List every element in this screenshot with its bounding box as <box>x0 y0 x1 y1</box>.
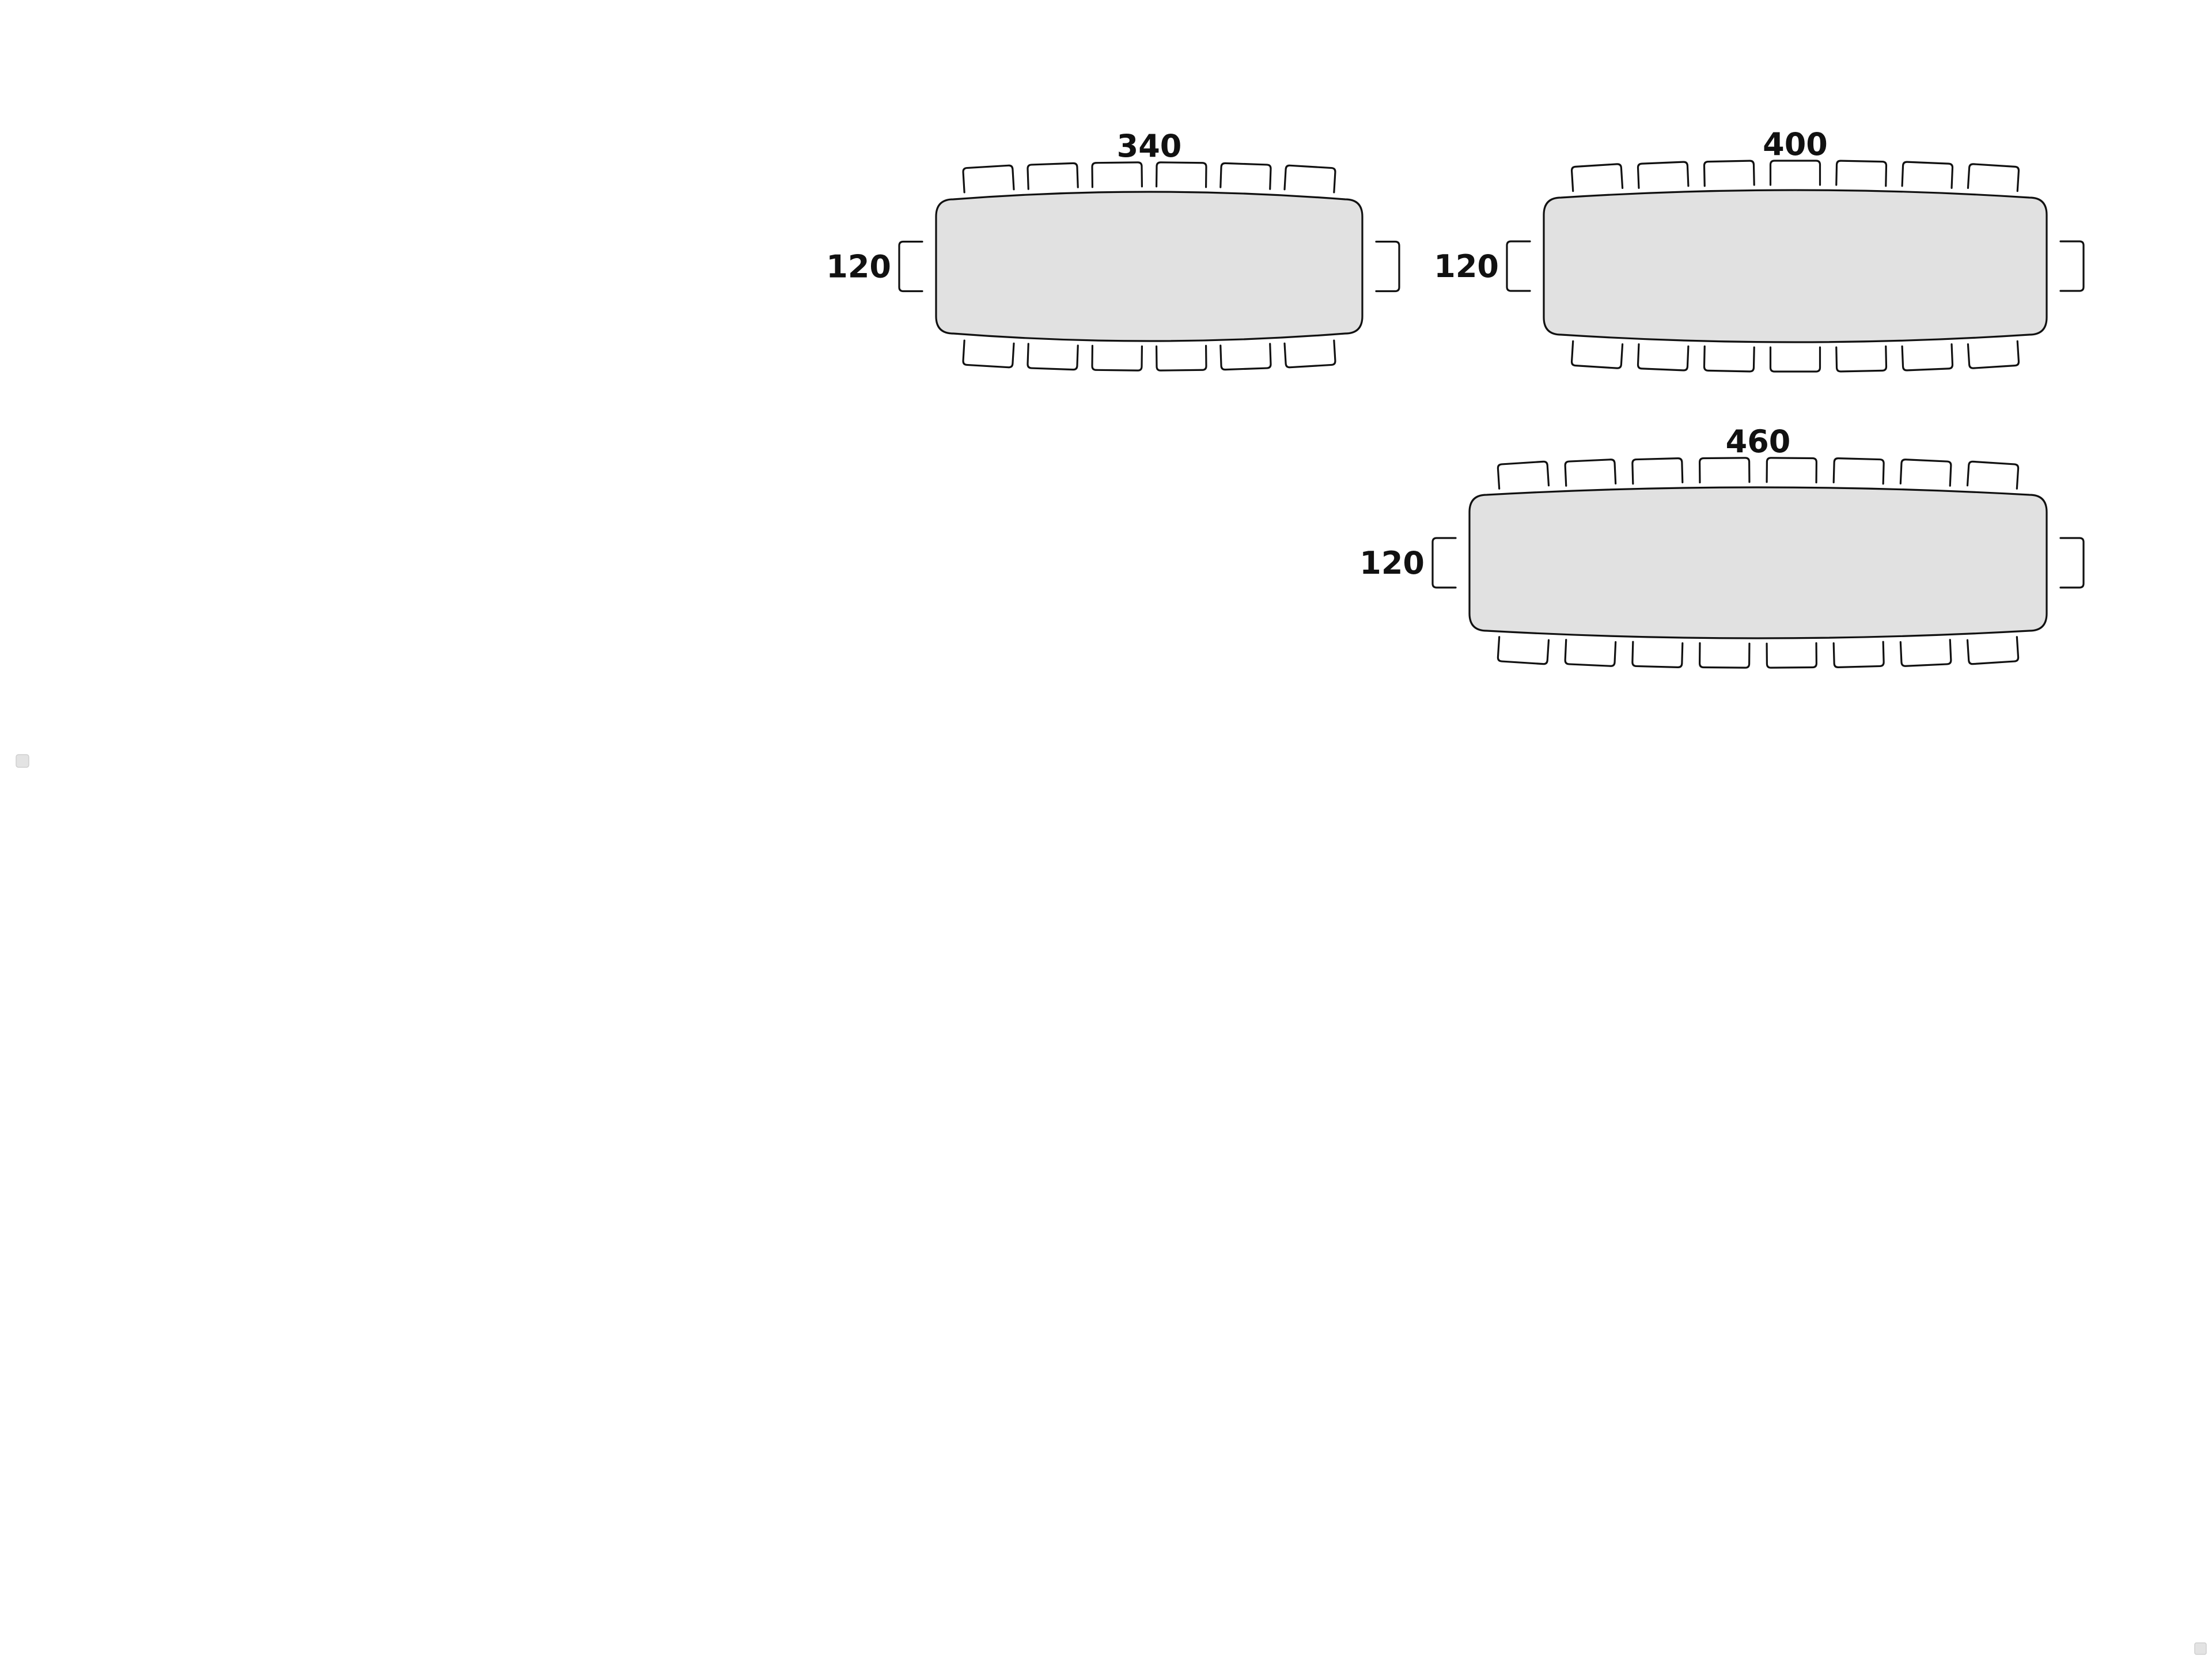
end-seat-right-400 <box>2059 240 2085 292</box>
chair-top <box>1631 457 1684 485</box>
table-400: 400 120 <box>1434 126 2085 373</box>
chair-bottom <box>1497 636 1550 665</box>
chair-top <box>1899 459 1952 487</box>
chair-top <box>1901 161 1954 189</box>
width-label-340: 120 <box>826 249 891 285</box>
end-seat-right-460 <box>2059 537 2085 589</box>
resize-grip-icon <box>2194 1642 2207 1655</box>
chair-bottom <box>1283 339 1336 369</box>
chair-top <box>1497 460 1550 490</box>
chair-top <box>1832 457 1885 485</box>
chair-top <box>1091 161 1143 188</box>
chair-top <box>1766 457 1817 484</box>
chair-bottom <box>1027 343 1079 371</box>
chair-bottom <box>1570 340 1624 369</box>
chair-bottom <box>1899 639 1952 667</box>
end-seat-right-340 <box>1375 240 1400 293</box>
chair-top <box>1769 160 1821 186</box>
chair-bottom <box>1703 345 1755 373</box>
tabletop-460 <box>1468 486 2048 639</box>
tabletop-340 <box>935 191 1363 342</box>
length-label-400: 400 <box>1763 126 1828 162</box>
chair-top <box>1155 161 1207 188</box>
tabletop-400 <box>1543 189 2048 343</box>
seat-row-bottom-460 <box>1497 636 2020 669</box>
chair-bottom <box>1769 346 1821 373</box>
chair-bottom <box>1967 340 2020 369</box>
chair-bottom <box>1832 641 1885 668</box>
end-seat-left-460 <box>1431 537 1457 589</box>
chair-bottom <box>1835 345 1888 373</box>
chair-bottom <box>1219 343 1272 371</box>
chair-top <box>1835 160 1888 187</box>
end-seat-left-400 <box>1506 240 1531 292</box>
chair-top <box>1967 163 2020 192</box>
chair-bottom <box>1901 343 1954 372</box>
chair-bottom <box>962 339 1015 369</box>
chair-top <box>1564 459 1617 487</box>
chair-top <box>1283 164 1336 194</box>
width-label-400: 120 <box>1434 248 1499 285</box>
chair-top <box>1699 457 1751 484</box>
chair-top <box>1219 162 1272 190</box>
seat-row-top-460 <box>1497 457 2020 490</box>
chair-top <box>962 164 1015 194</box>
table-460: 460 120 <box>1359 423 2085 669</box>
chair-top <box>1703 160 1755 187</box>
end-seat-left-340 <box>898 240 923 293</box>
chair-bottom <box>1637 343 1690 372</box>
chair-bottom <box>1155 344 1207 372</box>
chair-top <box>1570 163 1624 192</box>
seat-row-top-340 <box>962 161 1336 194</box>
chair-bottom <box>1631 641 1684 668</box>
seat-row-top-400 <box>1570 160 2020 192</box>
chair-top <box>1027 162 1079 190</box>
table-340: 340 120 <box>826 128 1400 372</box>
seat-row-bottom-340 <box>962 339 1336 372</box>
chair-top <box>1637 161 1690 189</box>
chair-bottom <box>1966 636 2020 665</box>
chair-bottom <box>1564 639 1617 667</box>
chair-bottom <box>1091 344 1143 372</box>
length-label-460: 460 <box>1726 423 1791 460</box>
width-label-460: 120 <box>1359 545 1425 581</box>
scroll-marker <box>16 754 29 768</box>
chair-bottom <box>1699 642 1751 669</box>
chair-bottom <box>1766 642 1817 669</box>
length-label-340: 340 <box>1117 128 1182 164</box>
seat-row-bottom-400 <box>1570 340 2020 373</box>
chair-top <box>1966 460 2020 490</box>
